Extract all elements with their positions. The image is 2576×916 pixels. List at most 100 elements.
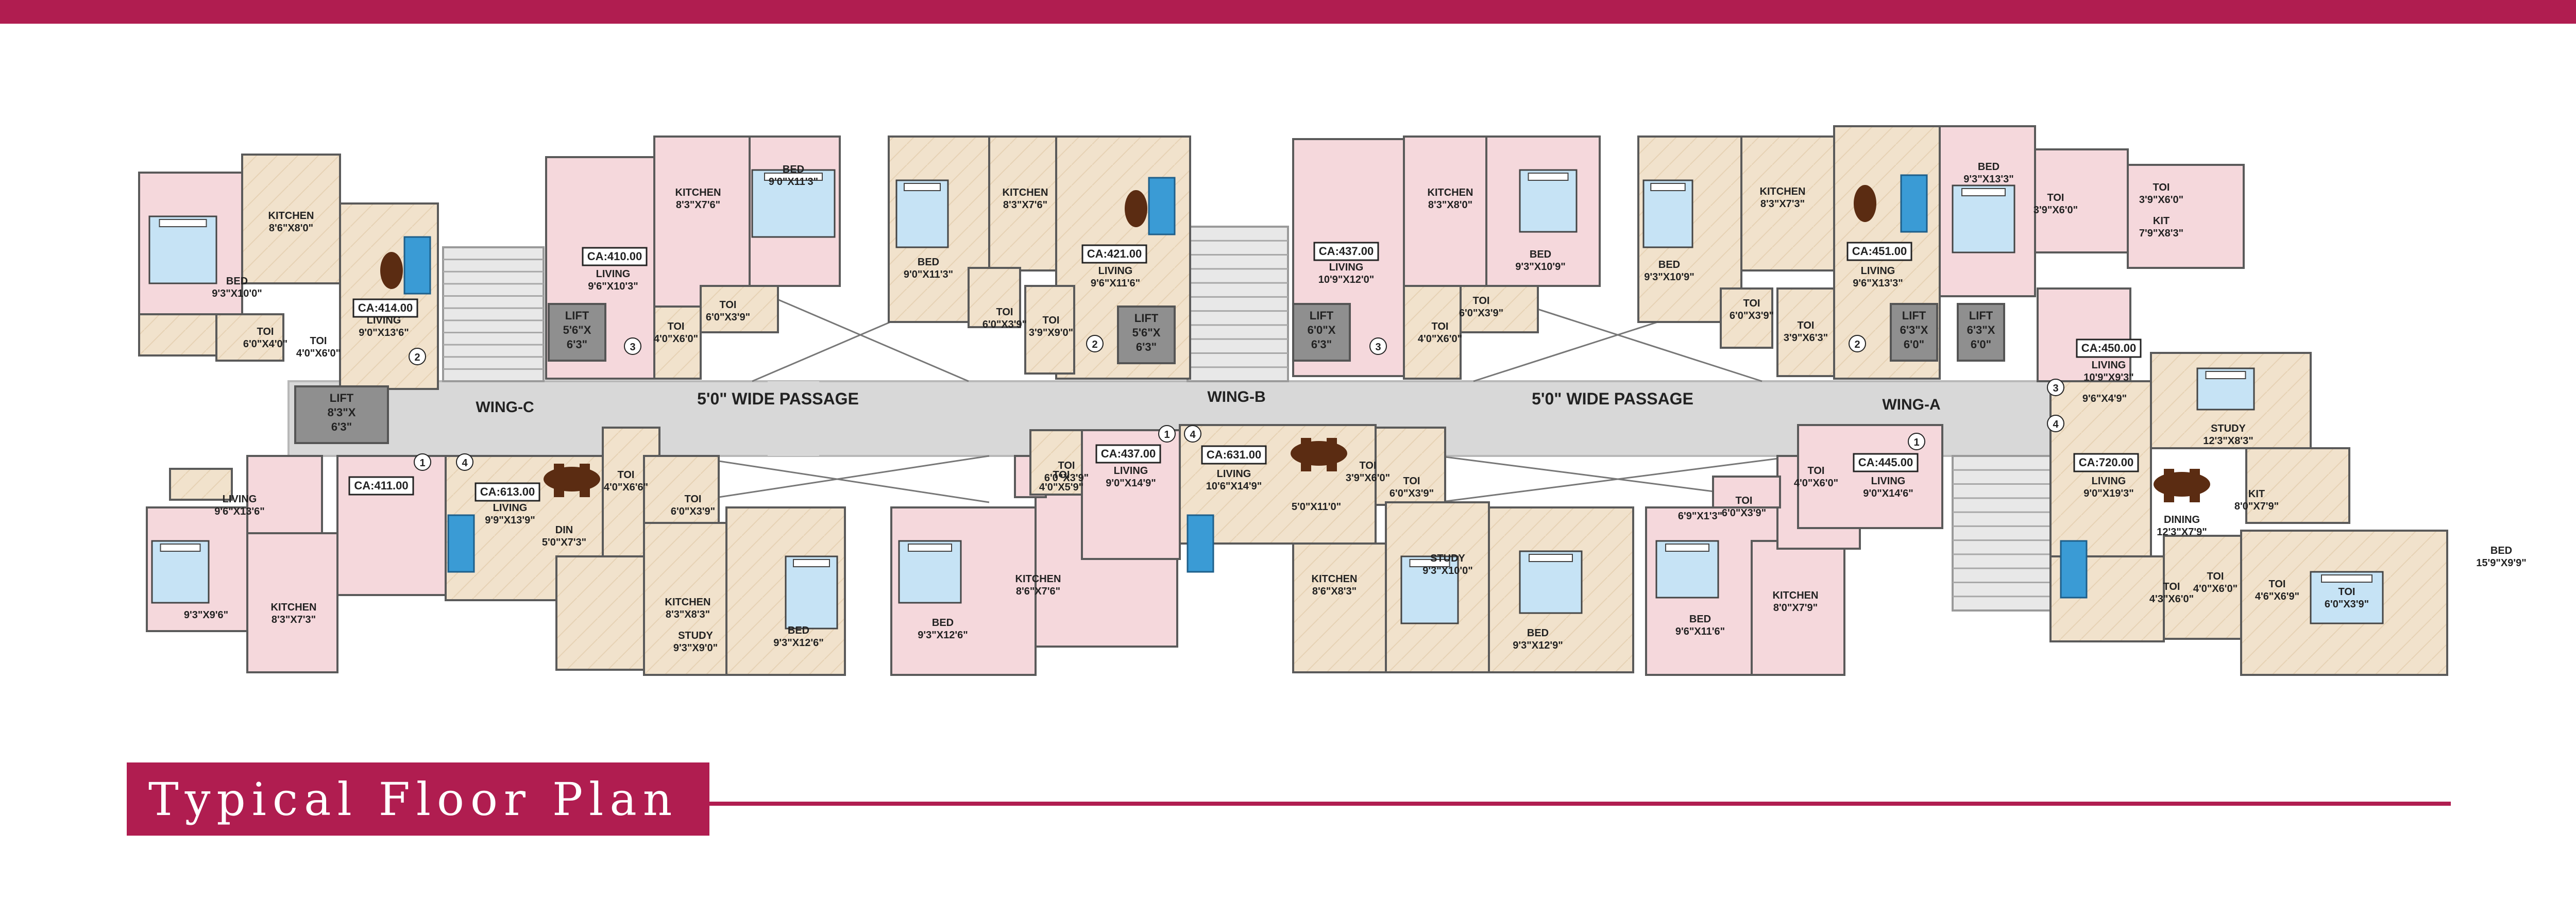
room-dimension: 9'6"X13'6" xyxy=(214,506,264,517)
wing-label: WING-B xyxy=(1207,388,1265,405)
unit-number-circle xyxy=(2047,415,2064,432)
room-name: BED xyxy=(932,617,954,629)
room-name: TOI xyxy=(720,299,737,311)
room-marble xyxy=(1712,476,1781,508)
carpet-area-value: CA:720.00 xyxy=(2079,456,2133,469)
room-name: TOI xyxy=(2338,586,2355,598)
room-dimension: 6'0"X3'9" xyxy=(1722,507,1766,519)
room-tiled xyxy=(700,285,779,333)
stair-core xyxy=(442,246,545,382)
pillow xyxy=(159,219,207,227)
carpet-area-value: CA:414.00 xyxy=(358,301,413,314)
carpet-area-box xyxy=(582,247,648,266)
lift-label: LIFT xyxy=(1310,309,1334,322)
room-dimension: 4'0"X6'0" xyxy=(1418,333,1462,345)
room-name: TOI xyxy=(1808,465,1825,477)
sofa xyxy=(1900,174,1928,233)
room-dimension: 9'6"X10'3" xyxy=(588,281,638,292)
duct-cross-line xyxy=(685,455,990,503)
chair xyxy=(554,487,564,497)
room-dimension: 9'0"X19'3" xyxy=(2083,488,2133,499)
room-name: TOI xyxy=(1058,460,1075,471)
room-marble xyxy=(653,135,751,308)
room-name: TOI xyxy=(1432,321,1449,332)
bed xyxy=(148,215,217,284)
bed xyxy=(1400,555,1459,624)
unit-number-circle xyxy=(1369,337,1387,355)
room-tiled xyxy=(643,455,720,524)
room-name: KITCHEN xyxy=(1428,187,1473,198)
unit-number: 3 xyxy=(1375,342,1381,353)
room-name: TOI xyxy=(2269,579,2286,590)
table xyxy=(380,252,403,289)
lift-dim: 6'3" xyxy=(1136,341,1157,353)
room-dimension: 4'0"X6'6" xyxy=(604,482,648,493)
room-dimension: 9'3"X12'9" xyxy=(1513,640,1563,651)
lift-dim: 8'3"X xyxy=(328,406,356,419)
unit-number-circle xyxy=(1849,335,1866,352)
unit-number: 3 xyxy=(630,342,635,353)
unit-number-circle xyxy=(2047,379,2064,396)
page-title: Typical Floor Plan xyxy=(148,772,679,826)
lift-box xyxy=(1117,306,1176,364)
room-tiled xyxy=(1403,285,1462,380)
unit-number-circle xyxy=(1908,433,1925,450)
carpet-area-value: CA:631.00 xyxy=(1207,448,1261,461)
room-name: KITCHEN xyxy=(1015,573,1061,585)
chair xyxy=(2190,492,2200,502)
table xyxy=(1854,185,1876,222)
room-marble xyxy=(1403,135,1487,287)
room-marble xyxy=(246,455,323,534)
room-name: KITCHEN xyxy=(675,187,721,198)
room-tiled xyxy=(968,267,1021,328)
lift-box xyxy=(1957,303,2005,362)
room-dimension: 9'0"X14'9" xyxy=(1106,478,1156,489)
room-name: KITCHEN xyxy=(1760,186,1806,197)
room-tiled xyxy=(241,154,341,284)
lift-label: LIFT xyxy=(1969,309,1993,322)
carpet-area-value: CA:410.00 xyxy=(587,250,642,263)
pillow xyxy=(793,559,830,567)
sofa xyxy=(1148,177,1176,235)
room-name: TOI xyxy=(668,321,685,332)
chair xyxy=(1327,461,1337,471)
room-dimension: 6'0"X3'9" xyxy=(1389,488,1434,499)
room-name: DINING xyxy=(2164,514,2200,525)
bed xyxy=(751,169,836,238)
pillow xyxy=(1650,183,1686,191)
room-name: BED xyxy=(1978,161,1999,173)
room-dimension: 9'3"X10'9" xyxy=(1644,272,1694,283)
pillow xyxy=(1665,544,1709,552)
pillow xyxy=(1528,173,1569,181)
chair xyxy=(580,464,590,474)
room-dimension: 9'0"X11'3" xyxy=(904,269,953,280)
room-name: TOI xyxy=(1473,295,1490,307)
room-dimension: 9'6"X13'3" xyxy=(1853,278,1903,289)
room-name: TOI xyxy=(1053,469,1070,481)
lift-label: LIFT xyxy=(1902,309,1926,322)
room-name: TOI xyxy=(1403,476,1420,487)
carpet-area-box xyxy=(1095,444,1161,464)
carpet-area-value: CA:451.00 xyxy=(1852,245,1907,258)
room-name: LIVING xyxy=(367,315,401,326)
room-dimension: 10'9"X12'0" xyxy=(1318,274,1375,285)
lift-dim: 6'3" xyxy=(331,420,352,433)
room-dimension: 8'3"X7'6" xyxy=(1003,199,1047,211)
unit-number-circle xyxy=(624,337,641,355)
room-dimension: 3'9"X6'0" xyxy=(1346,472,1390,484)
room-name: BED xyxy=(226,276,248,287)
room-dimension: 3'9"X6'0" xyxy=(2033,205,2078,216)
pillow xyxy=(2321,574,2372,583)
room-name: BED xyxy=(918,257,939,268)
room-tiled xyxy=(1029,429,1083,496)
wing-label: WING-C xyxy=(476,399,534,416)
unit-number: 1 xyxy=(419,457,425,469)
carpet-area-value: CA:421.00 xyxy=(1087,247,1142,260)
lift-dim: 6'3" xyxy=(567,338,587,351)
unit-number: 4 xyxy=(2053,419,2059,430)
room-dimension: 8'0"X7'9" xyxy=(1773,602,1818,614)
chair xyxy=(1301,438,1311,448)
title-banner: Typical Floor Plan xyxy=(127,762,709,836)
room-tiled xyxy=(215,313,284,362)
room-dimension: 6'0"X3'9" xyxy=(1730,310,1774,321)
